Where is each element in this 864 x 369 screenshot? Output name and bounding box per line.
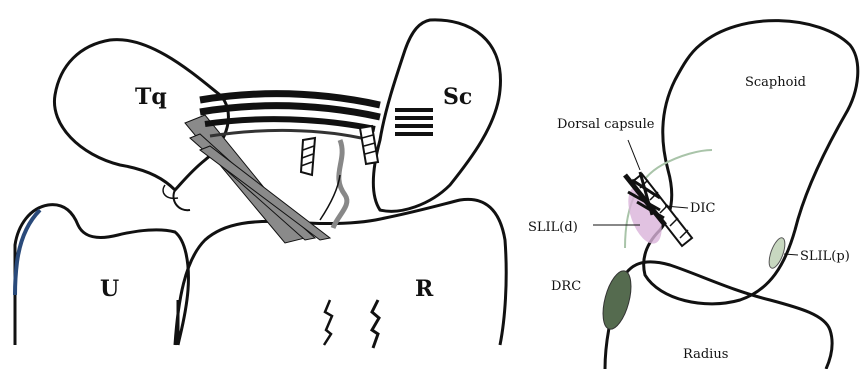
label-triquetrum: Tq bbox=[135, 84, 167, 110]
label-ulna: U bbox=[100, 276, 119, 302]
label-scaphoid-right: Scaphoid bbox=[745, 75, 806, 90]
scaphoid-bone-left bbox=[373, 20, 500, 211]
label-radius-right: Radius bbox=[683, 347, 728, 362]
ulna-bone bbox=[15, 205, 188, 345]
central-vertical-ligament bbox=[333, 140, 347, 228]
left-figure: Tq Sc U R bbox=[15, 20, 506, 348]
label-scaphoid-left: Sc bbox=[443, 84, 472, 110]
drc-ligament bbox=[598, 268, 637, 332]
label-dic: DIC bbox=[690, 201, 716, 216]
label-dorsal-capsule: Dorsal capsule bbox=[557, 117, 655, 132]
fracture-marks bbox=[324, 300, 379, 348]
label-radius-left: R bbox=[415, 276, 434, 302]
right-figure: Scaphoid Dorsal capsule DIC SLIL(d) SLIL… bbox=[528, 21, 858, 369]
oblique-ligament-bands bbox=[185, 115, 330, 243]
label-drc: DRC bbox=[551, 279, 581, 294]
label-slil-d: SLIL(d) bbox=[528, 220, 578, 235]
ulna-edge-highlight bbox=[15, 210, 40, 295]
label-slil-p: SLIL(p) bbox=[800, 249, 850, 264]
radius-bone-left bbox=[175, 199, 506, 345]
